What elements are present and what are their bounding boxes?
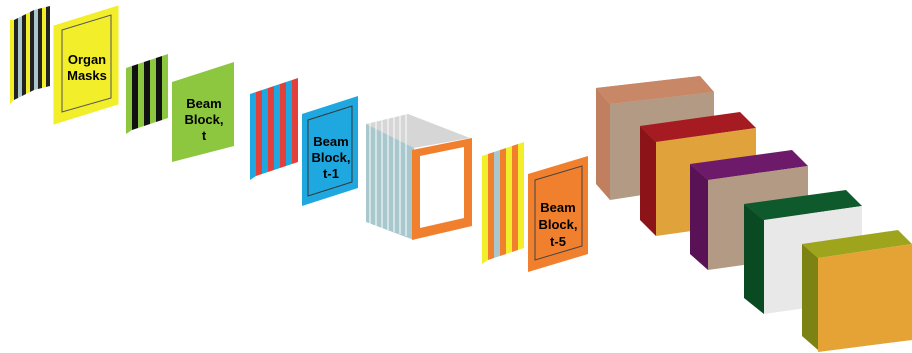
beam-block-t-front-face <box>172 62 234 162</box>
beam-block-t1-label-line3: t-1 <box>323 166 339 181</box>
beam-block-t1-label-line1: Beam <box>313 134 348 149</box>
beam-block-t5-label-line2: Block, <box>538 217 577 232</box>
organ-masks-stack: Organ Masks <box>10 5 119 125</box>
organ-masks-label-line2: Masks <box>67 68 107 83</box>
gray-frame-stack-edges <box>369 114 407 236</box>
beam-block-t-label-line1: Beam <box>186 96 221 111</box>
beam-block-t5-layers <box>482 142 524 264</box>
beam-block-t5-label-line3: t-5 <box>550 234 566 249</box>
organ-masks-label-line1: Organ <box>68 52 106 67</box>
beam-block-t1-layers <box>250 78 298 180</box>
beam-block-t1-stack: Beam Block, t-1 <box>250 78 358 206</box>
beam-block-t-label-line2: Block, <box>184 112 223 127</box>
beam-block-t1-label-line2: Block, <box>311 150 350 165</box>
organ-masks-front-face <box>53 5 119 125</box>
beam-block-t-layers <box>126 54 168 134</box>
orange-frame-opening <box>420 147 464 228</box>
beam-block-t5-stack: Beam Block, t-5 <box>482 142 588 272</box>
beam-block-t5-label-line1: Beam <box>540 200 575 215</box>
gray-frame-stack <box>366 114 472 240</box>
organ-masks-layers <box>10 6 50 104</box>
beam-block-t1-front-face <box>302 96 358 206</box>
gray-frame-stack-body <box>366 116 414 240</box>
beam-block-t5-front-face <box>528 156 588 272</box>
beam-block-t-stack: Beam Block, t <box>126 54 234 162</box>
beam-block-t-label-line3: t <box>202 128 207 143</box>
cube-olive-orange <box>802 230 912 352</box>
